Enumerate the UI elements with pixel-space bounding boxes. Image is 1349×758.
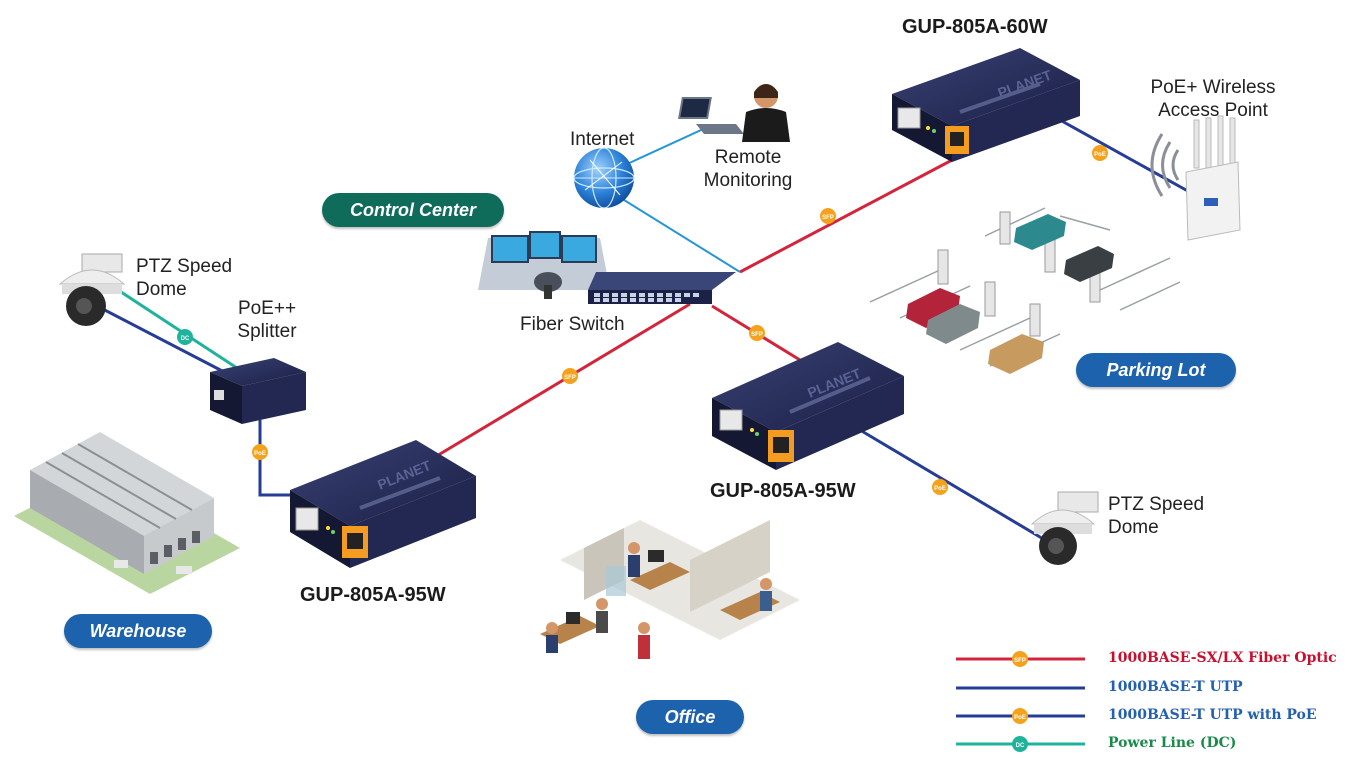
ptz-right-label-line1: PTZ Speed bbox=[1108, 494, 1205, 515]
ptz-dome-left-icon bbox=[58, 253, 126, 326]
legend-graphics: SFP PoE DC bbox=[956, 651, 1085, 752]
svg-text:PoE: PoE bbox=[1094, 152, 1106, 158]
svg-text:SFP: SFP bbox=[564, 375, 576, 381]
zone-warehouse: Warehouse bbox=[64, 614, 212, 648]
remote-monitoring-person-icon bbox=[678, 84, 790, 142]
wireless-ap-label-line1: PoE+ Wireless bbox=[1150, 77, 1276, 98]
device-title-gup-805a-60w: GUP-805A-60W bbox=[902, 16, 1048, 38]
poe-line-top-to-ap bbox=[1059, 118, 1196, 197]
wireless-ap-label-line2: Access Point bbox=[1158, 100, 1268, 121]
line-badges: SFP SFP SFP PoE PoE PoE DC bbox=[177, 145, 1108, 495]
sfp-badge: SFP bbox=[562, 368, 578, 384]
legend-utp-label: 1000BASE-T UTP bbox=[1108, 679, 1243, 695]
ptz-dome-right-icon bbox=[1030, 491, 1099, 565]
dc-badge: DC bbox=[177, 329, 193, 345]
sfp-badge: SFP bbox=[820, 208, 836, 224]
poe-splitter-label: PoE++ Splitter bbox=[222, 297, 312, 343]
poe-badge: PoE bbox=[252, 444, 268, 460]
svg-text:SFP: SFP bbox=[751, 332, 763, 338]
internet-line-globe-to-remote bbox=[624, 124, 713, 166]
poe-badge: PoE bbox=[932, 479, 948, 495]
gup-805a-95w-middle-device: PLANET bbox=[712, 342, 904, 470]
svg-text:SFP: SFP bbox=[822, 215, 834, 221]
zone-parking-lot: Parking Lot bbox=[1076, 353, 1236, 387]
poe-splitter-label-line1: PoE++ bbox=[237, 298, 297, 319]
poe-line-middle-to-ptz bbox=[859, 428, 1046, 542]
dc-line-splitter-to-ptz bbox=[117, 288, 241, 372]
legend-fiber-badge-text: SFP bbox=[1014, 658, 1026, 664]
ptz-left-label: PTZ Speed Dome bbox=[136, 255, 232, 301]
legend-poe-badge bbox=[1012, 708, 1028, 724]
gup-805a-95w-left-device: PLANET bbox=[290, 440, 476, 568]
ptz-right-label: PTZ Speed Dome bbox=[1108, 493, 1204, 539]
svg-text:PoE: PoE bbox=[934, 486, 946, 492]
ptz-left-label-line1: PTZ Speed bbox=[136, 256, 233, 277]
legend-fiber-label: 1000BASE-SX/LX Fiber Optic bbox=[1108, 650, 1337, 666]
gup-805a-60w-device: PLANET bbox=[892, 48, 1080, 162]
warehouse-illustration bbox=[14, 432, 240, 594]
utp-line-splitter-to-ptz bbox=[94, 303, 231, 377]
device-title-gup-805a-95w-middle: GUP-805A-95W bbox=[710, 480, 856, 502]
internet-globe-icon bbox=[573, 147, 635, 209]
poe-splitter-label-line2: Splitter bbox=[237, 321, 297, 342]
internet-line-globe-to-switch bbox=[607, 189, 741, 273]
legend-poe-label: 1000BASE-T UTP with PoE bbox=[1108, 707, 1317, 723]
fiber-switch-label: Fiber Switch bbox=[520, 314, 625, 335]
ptz-left-label-line2: Dome bbox=[136, 279, 187, 300]
poe-badge: PoE bbox=[1092, 145, 1108, 161]
legend-dc-label: Power Line (DC) bbox=[1108, 735, 1237, 751]
device-title-gup-805a-95w-left: GUP-805A-95W bbox=[300, 584, 446, 606]
wireless-access-point-icon bbox=[1150, 115, 1241, 241]
fiber-line-switch-to-top bbox=[739, 138, 991, 274]
zone-office: Office bbox=[636, 700, 744, 734]
sfp-badge: SFP bbox=[749, 325, 765, 341]
connection-lines bbox=[94, 118, 1196, 542]
legend-dc-badge-text: DC bbox=[1016, 743, 1025, 749]
legend-poe-badge-text: PoE bbox=[1014, 715, 1026, 721]
zone-control-center: Control Center bbox=[322, 193, 504, 227]
wireless-ap-label: PoE+ Wireless Access Point bbox=[1138, 76, 1288, 122]
fiber-switch-icon bbox=[588, 272, 736, 304]
control-center-illustration bbox=[478, 231, 610, 299]
poe-splitter-device bbox=[210, 358, 306, 424]
ptz-right-label-line2: Dome bbox=[1108, 517, 1159, 538]
remote-monitoring-label-line2: Monitoring bbox=[703, 170, 793, 191]
svg-text:PoE: PoE bbox=[254, 451, 266, 457]
internet-label: Internet bbox=[570, 129, 635, 150]
remote-monitoring-label: Remote Monitoring bbox=[688, 146, 808, 192]
legend-dc-badge bbox=[1012, 736, 1028, 752]
remote-monitoring-label-line1: Remote bbox=[714, 147, 782, 168]
legend-fiber-badge bbox=[1012, 651, 1028, 667]
parking-lot-illustration bbox=[869, 207, 1181, 374]
fiber-line-switch-to-left bbox=[429, 302, 691, 462]
office-illustration bbox=[540, 520, 800, 659]
svg-text:DC: DC bbox=[181, 336, 190, 342]
